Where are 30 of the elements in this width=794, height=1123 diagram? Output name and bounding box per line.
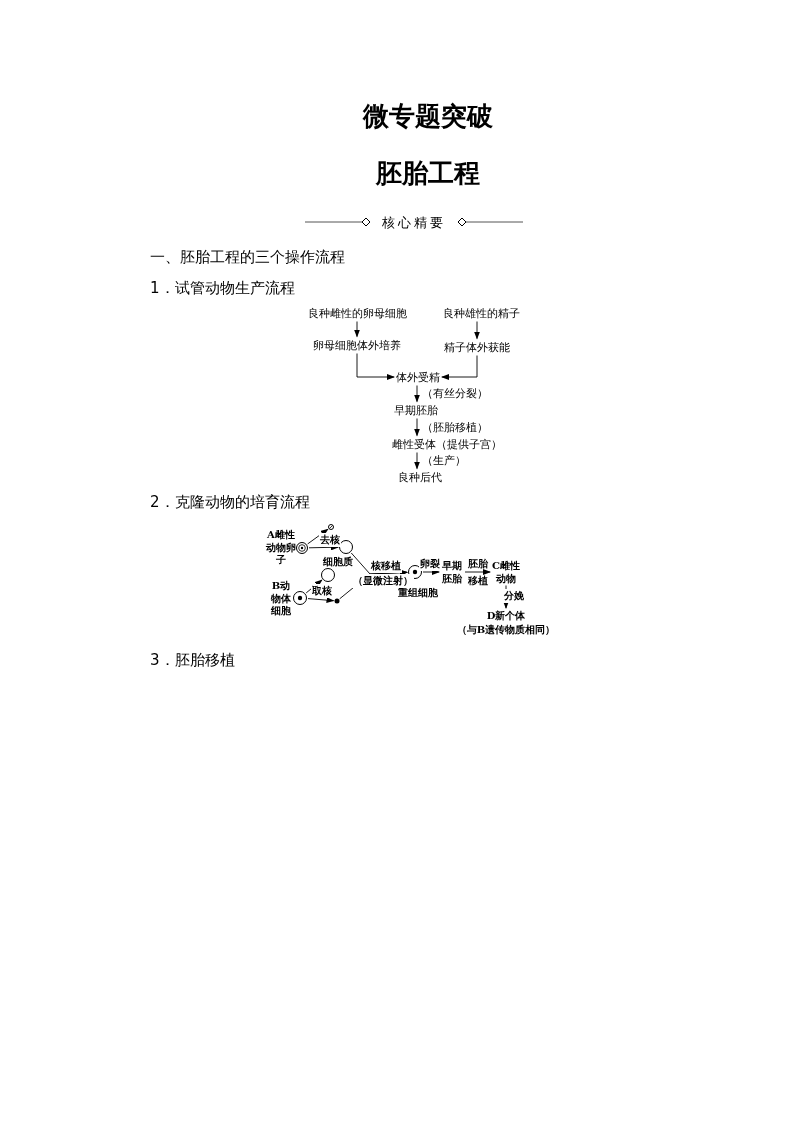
step-text: 良种雌性的卵母细胞 — [307, 305, 407, 321]
edge-label: 卵裂 — [419, 557, 441, 571]
edge-label: （显微注射） — [352, 574, 414, 588]
step-text: 良种后代 — [398, 469, 442, 485]
heading: 一、胚胎工程的三个操作流程 — [150, 247, 345, 267]
edge-label: 核移植 — [370, 559, 402, 573]
section-heading: 核心精要 — [382, 214, 446, 232]
edge-label: 分娩 — [503, 589, 525, 603]
heading: 3．胚胎移植 — [150, 650, 235, 670]
step-text: 早期胚胎 — [394, 402, 438, 418]
step-text: 卵母细胞体外培养 — [313, 337, 401, 353]
cell-caption: A雌性动物卵子 — [265, 529, 297, 567]
cell-caption: 细胞质 — [323, 555, 353, 569]
heading: 2．克隆动物的培育流程 — [150, 492, 310, 512]
step-text: 早期胚胎 — [441, 559, 463, 585]
step-text: 体外受精 — [396, 369, 440, 385]
page-title: 微专题突破 — [363, 99, 493, 133]
step-text: D新个体 — [485, 609, 527, 623]
cell-caption: B动物体细胞 — [270, 580, 292, 618]
edge-label: 去核 — [319, 533, 341, 547]
step-text: 雌性受体（提供子宫） — [392, 436, 502, 452]
step-text: 良种雄性的精子 — [442, 305, 520, 321]
step-text: （与B遗传物质相同） — [456, 623, 556, 637]
heading: 1．试管动物生产流程 — [150, 278, 295, 298]
edge-label: 胚胎移植 — [467, 557, 489, 588]
edge-label: 取核 — [311, 584, 333, 598]
step-text: 精子体外获能 — [444, 339, 510, 355]
step-text: C雌性动物 — [492, 559, 520, 585]
page-subtitle: 胚胎工程 — [376, 156, 480, 190]
cell-caption: 重组细胞 — [398, 586, 438, 600]
